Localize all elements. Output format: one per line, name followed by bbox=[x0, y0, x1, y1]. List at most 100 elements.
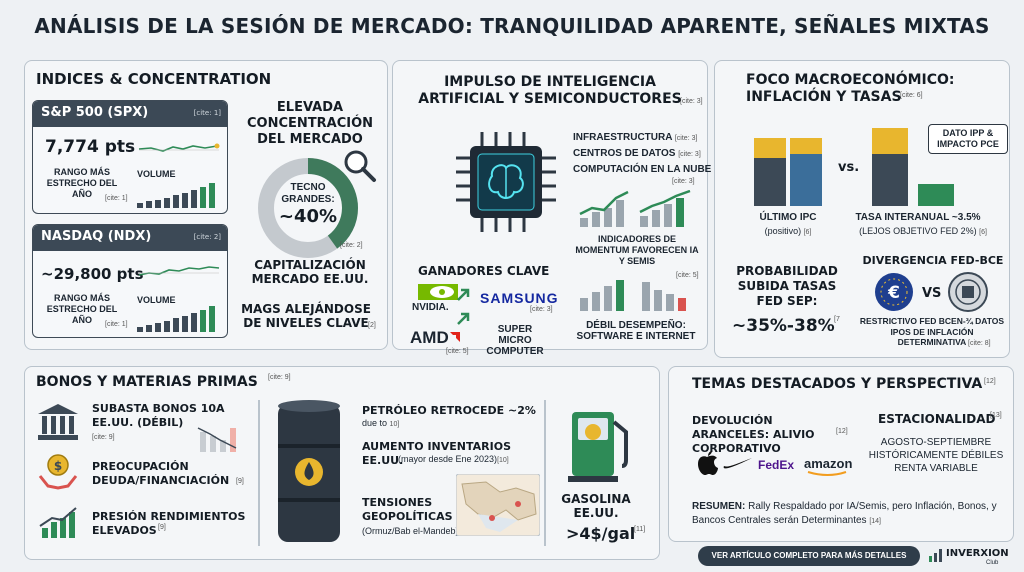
amazon-smile-icon bbox=[807, 471, 847, 476]
ipc-sub: (positivo) [6] bbox=[746, 226, 830, 236]
cap-label: CAPITALIZACIÓN MERCADO EE.UU. bbox=[251, 258, 369, 286]
oil-due-text: due to bbox=[362, 418, 388, 428]
svg-text:€: € bbox=[887, 283, 900, 303]
oil-label: PETRÓLEO RETROCEDE ~2% bbox=[362, 404, 536, 417]
ipc-label: ÚLTIMO IPC bbox=[759, 212, 817, 223]
auction-label: SUBASTA BONOS 10A EE.UU. (DÉBIL) bbox=[92, 402, 225, 429]
ndx-volume-bars bbox=[137, 306, 215, 332]
tensions-sub: (Ormuz/Bab el-Mandeb) bbox=[362, 526, 459, 536]
summary: RESUMEN: Rally Respaldado por IA/Semis, … bbox=[692, 500, 1008, 529]
fedex-wordmark: FedEx bbox=[758, 458, 795, 472]
fedex-logo: FedEx bbox=[758, 458, 794, 472]
inverxion-logo-icon bbox=[929, 549, 942, 562]
magnifier-icon bbox=[344, 150, 376, 182]
divergence-desc: RESTRICTIVO FED BCEN-¾ DATOS IPOS DE INF… bbox=[859, 316, 1005, 347]
donut-cite: [cite: 2] bbox=[340, 242, 363, 249]
samsung-logo: SAMSUNG bbox=[480, 290, 559, 306]
inventories-label: AUMENTO INVENTARIOS EE.UU. bbox=[362, 440, 511, 467]
yields-chart-icon bbox=[39, 507, 77, 538]
prob-value: ~35%-38% bbox=[732, 316, 835, 336]
tariffs-label: DEVOLUCIÓN ARANCELES: ALIVIO CORPORATIVO bbox=[692, 414, 815, 455]
spx-volume-bars bbox=[137, 183, 215, 208]
ai-infra-cite: [cite: 3] bbox=[674, 135, 698, 142]
ai-datacenters: CENTROS DE DATOS [cite: 3] bbox=[573, 148, 701, 160]
indices-heading: INDICES & CONCENTRATION bbox=[36, 70, 272, 88]
page-title: ANÁLISIS DE LA SESIÓN DE MERCADO: TRANQU… bbox=[34, 14, 990, 38]
mags-cite: [2] bbox=[368, 322, 376, 329]
fed-seal-icon bbox=[948, 272, 988, 312]
inventories-sub-text: (mayor desde Ene 2023) bbox=[398, 454, 498, 464]
mags-label: MAGS ALEJÁNDOSE DE NIVELES CLAVE bbox=[241, 302, 371, 330]
spx-value: 7,774 pts bbox=[45, 137, 136, 157]
yoy-cite: [6] bbox=[979, 229, 987, 236]
momentum-chart-left bbox=[579, 190, 629, 227]
spx-name: S&P 500 (SPX) bbox=[41, 105, 149, 120]
ipc-bar-chart bbox=[754, 138, 822, 206]
ai-cloud-cite: [cite: 3] bbox=[672, 178, 695, 185]
tariffs-cite: [12] bbox=[836, 428, 848, 435]
ndx-line-chart bbox=[138, 266, 220, 276]
gas-label: GASOLINA EE.UU. bbox=[561, 492, 631, 520]
debt-label: PREOCUPACIÓN DEUDA/FINANCIACIÓN bbox=[92, 460, 230, 487]
ndx-value: ~29,800 pts bbox=[41, 265, 144, 283]
oil-due: due to 10] bbox=[362, 418, 399, 428]
bonds-panel bbox=[24, 366, 660, 560]
ecb-euro-icon: € bbox=[875, 273, 913, 311]
ndx-range-cite: [cite: 1] bbox=[105, 321, 128, 328]
svg-text:$: $ bbox=[54, 459, 62, 473]
tensions-label: TENSIONES GEOPOLÍTICAS bbox=[362, 496, 453, 523]
gas-pump-icon bbox=[568, 412, 628, 482]
donut-label: TECNO GRANDES: bbox=[281, 182, 335, 205]
ai-momentum: INDICADORES DE MOMENTUM FAVORECEN IA Y S… bbox=[575, 234, 699, 266]
prob-cite: [7 bbox=[834, 316, 840, 323]
inventories-cite: [10] bbox=[497, 457, 509, 464]
brand-sub: Club bbox=[986, 560, 999, 566]
concentration-donut bbox=[258, 158, 358, 258]
ipp-callout: DATO IPP & IMPACTO PCE bbox=[928, 124, 1008, 154]
amazon-logo: amazon bbox=[804, 456, 853, 471]
bank-icon bbox=[38, 404, 78, 440]
read-article-button[interactable]: VER ARTÍCULO COMPLETO PARA MÁS DETALLES bbox=[698, 546, 920, 566]
samsung-cite: [cite: 3] bbox=[530, 306, 553, 313]
weak-chart-right bbox=[642, 282, 686, 311]
amd-cite: [cite: 5] bbox=[446, 348, 469, 355]
bonds-divider bbox=[258, 400, 260, 546]
inventories-sub: (mayor desde Ene 2023)[10] bbox=[398, 454, 509, 464]
divergence-vs: VS bbox=[922, 286, 942, 301]
seasonality-label: ESTACIONALIDAD bbox=[878, 412, 996, 426]
spx-card: S&P 500 (SPX)[cite: 1] 7,774 pts RANGO M… bbox=[32, 100, 228, 214]
divergence-label: DIVERGENCIA FED-BCE bbox=[862, 254, 1004, 267]
ipc-cite: [6] bbox=[803, 229, 812, 236]
ipc-sub-text: (positivo) bbox=[764, 226, 802, 236]
donut-value: ~40% bbox=[278, 206, 338, 227]
ai-winners: GANADORES CLAVE bbox=[418, 264, 550, 278]
ai-infra-text: INFRAESTRUCTURA bbox=[573, 132, 673, 143]
brand-name: INVERXION bbox=[946, 548, 1009, 559]
amd-arrow-icon bbox=[450, 332, 460, 342]
ai-cloud: COMPUTACIÓN EN LA NUBE bbox=[573, 164, 712, 175]
themes-heading: TEMAS DESTACADOS Y PERSPECTIVA bbox=[692, 376, 983, 392]
ai-heading-cite: [cite: 3] bbox=[680, 98, 703, 105]
smci-label: SUPER MICRO COMPUTER bbox=[486, 324, 544, 357]
amd-up-arrow-icon bbox=[457, 312, 470, 325]
spx-range-label: RANGO MÁS ESTRECHO DEL AÑO bbox=[46, 167, 118, 199]
themes-heading-cite: [12] bbox=[984, 378, 996, 385]
weak-cite: [cite: 5] bbox=[676, 272, 699, 279]
ai-chip-icon bbox=[456, 132, 556, 232]
ndx-card: NASDAQ (NDX)[cite: 2] ~29,800 pts RANGO … bbox=[32, 224, 228, 338]
themes-panel bbox=[668, 366, 1014, 542]
macro-heading-cite: [cite: 6] bbox=[900, 92, 923, 99]
divergence-cite: [cite: 8] bbox=[968, 340, 991, 347]
yoy-sub-text: (LEJOS OBJETIVO FED 2%) bbox=[859, 226, 977, 236]
ai-heading: IMPULSO DE INTELIGENCIA ARTIFICIAL Y SEM… bbox=[418, 74, 682, 107]
spx-volume-label: VOLUME bbox=[137, 169, 176, 179]
macro-vs: vs. bbox=[838, 160, 860, 175]
amd-logo: AMD bbox=[410, 328, 449, 347]
concentration-title: ELEVADA CONCENTRACIÓN DEL MERCADO bbox=[246, 100, 374, 147]
ndx-range-label: RANGO MÁS ESTRECHO DEL AÑO bbox=[46, 293, 118, 325]
summary-label: RESUMEN: bbox=[692, 501, 746, 512]
ndx-cite: [cite: 2] bbox=[193, 233, 221, 241]
debt-cite: [9] bbox=[236, 478, 244, 485]
momentum-chart-right bbox=[639, 190, 691, 227]
auction-decline-chart bbox=[197, 427, 237, 452]
